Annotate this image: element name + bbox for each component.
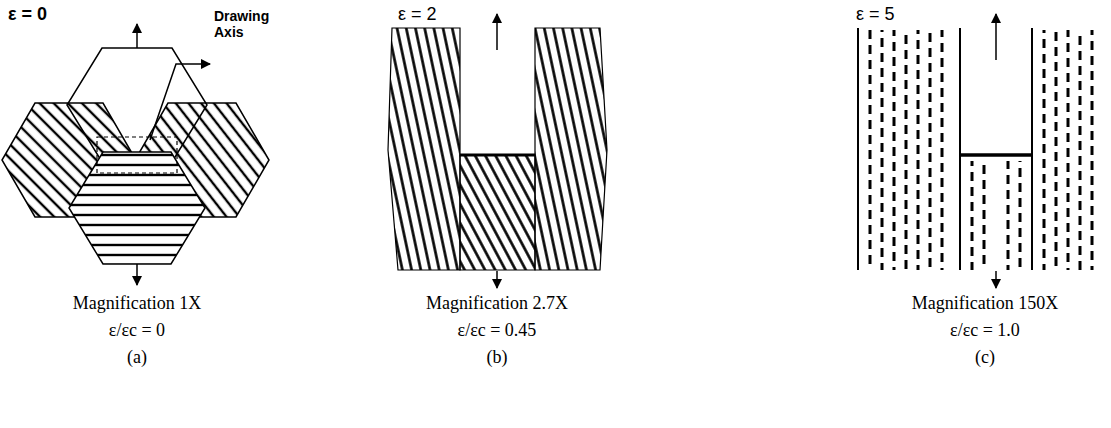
grain-boundary (960, 153, 1032, 157)
fibril-column (983, 161, 986, 270)
strain-label: ε = 0 (8, 4, 47, 26)
grain-hexagon (69, 152, 205, 264)
strain-ratio: ε/εc = 1.0 (950, 320, 1020, 342)
magnification-label: Magnification 150X (912, 293, 1058, 315)
fibril-column (1079, 30, 1082, 270)
magnification-label: Magnification 2.7X (426, 293, 568, 315)
drawing-arrow (496, 271, 498, 288)
grain-band (535, 28, 607, 270)
magnification-label: Magnification 1X (73, 293, 201, 315)
fibril-column (917, 30, 920, 270)
leader-arrow (150, 64, 210, 140)
fibril-column (941, 30, 944, 270)
drawing-arrow (136, 24, 138, 48)
fibril-column (971, 161, 974, 270)
strain-ratio: ε/εc = 0.45 (458, 320, 537, 342)
drawing-arrow (496, 14, 498, 50)
grain-cluster (2, 24, 269, 285)
drawing-arrow (995, 14, 997, 60)
fibril-column (1007, 161, 1010, 270)
grain-boundary (460, 154, 535, 157)
panel-letter: (c) (975, 347, 995, 369)
grain-band (388, 28, 460, 270)
fibril-column (1091, 30, 1094, 270)
strain-label: ε = 2 (398, 4, 437, 26)
fibre-grains (388, 14, 607, 288)
strain-ratio: ε/εc = 0 (109, 320, 165, 342)
strain-label: ε = 5 (856, 4, 895, 26)
fibril-column (1019, 161, 1022, 270)
fibril-column (905, 30, 908, 270)
grain-boundary (959, 28, 961, 270)
fibril-column (929, 30, 932, 270)
fibril-column (1055, 30, 1058, 270)
axis-label: Drawing Axis (214, 8, 276, 40)
drawing-arrow (995, 271, 997, 288)
fibril-dashes (870, 30, 1092, 270)
panel-letter: (a) (127, 347, 147, 369)
fibril-column (893, 30, 896, 270)
fibril-column (1067, 30, 1070, 270)
grain-boundary (857, 28, 859, 270)
grain-band (460, 155, 535, 270)
grain-boundary (1031, 28, 1033, 270)
grain-hexagon (69, 152, 205, 264)
fibril-column (1043, 30, 1046, 270)
fibril-column (881, 30, 884, 270)
drawing-arrow (136, 264, 138, 285)
panel-letter: (b) (487, 347, 508, 369)
fibril-column (869, 30, 872, 270)
detail-box (97, 137, 177, 173)
fibril-structure (858, 14, 1092, 288)
